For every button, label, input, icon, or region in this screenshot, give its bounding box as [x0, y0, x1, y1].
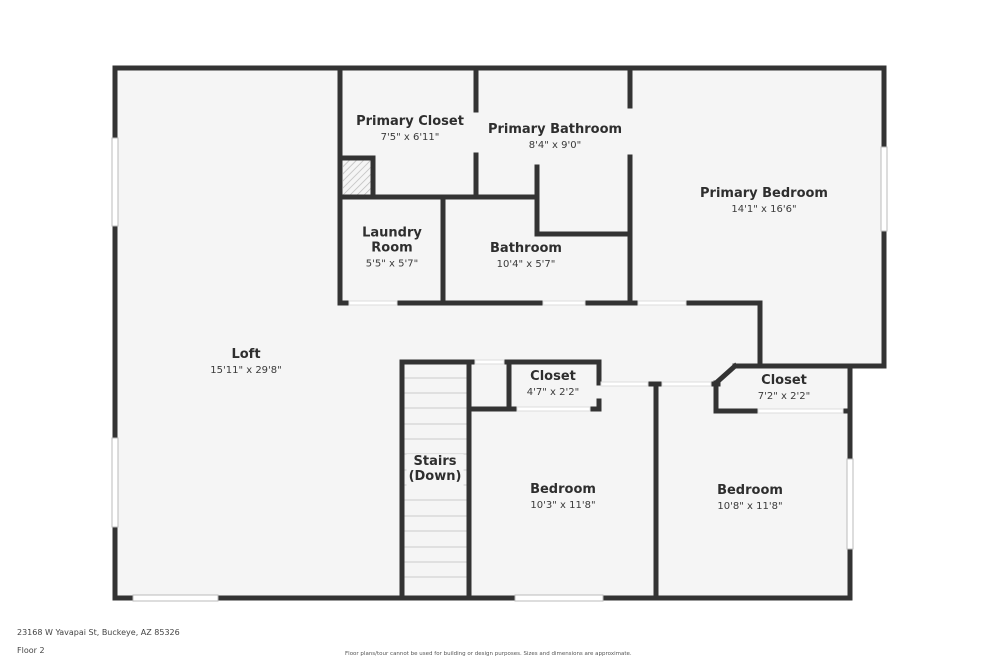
- room-label-bedroom-1: Bedroom 10'3" x 11'8": [530, 481, 596, 511]
- room-label-primary-closet: Primary Closet 7'5" x 6'11": [356, 113, 464, 143]
- room-label-loft: Loft 15'11" x 29'8": [210, 346, 282, 376]
- room-name: Bedroom: [717, 482, 783, 498]
- room-dimensions: 5'5" x 5'7": [365, 258, 419, 270]
- room-dimensions: 14'1" x 16'6": [731, 203, 797, 215]
- door-openings: [348, 300, 844, 414]
- room-dimensions: 15'11" x 29'8": [210, 364, 282, 376]
- room-label-laundry-room: Laundry Room 5'5" x 5'7": [362, 225, 422, 270]
- room-dimensions: 7'2" x 2'2": [757, 390, 811, 402]
- room-label-closet-2: Closet 7'2" x 2'2": [757, 372, 811, 402]
- room-label-stairs: Stairs (Down): [406, 454, 464, 486]
- room-label-closet-1: Closet 4'7" x 2'2": [526, 368, 580, 398]
- room-name: Bedroom: [530, 481, 596, 497]
- walls: [112, 65, 887, 601]
- floor-area: [115, 68, 884, 598]
- room-dimensions: 4'7" x 2'2": [526, 386, 580, 398]
- room-name-line2: (Down): [408, 469, 462, 484]
- room-dimensions: 8'4" x 9'0": [528, 139, 582, 151]
- room-name: Primary Bedroom: [700, 185, 828, 201]
- room-name: Loft: [231, 346, 261, 362]
- property-address: 23168 W Yavapai St, Buckeye, AZ 85326: [17, 628, 180, 637]
- room-label-primary-bathroom: Primary Bathroom 8'4" x 9'0": [487, 121, 623, 151]
- room-label-bedroom-2: Bedroom 10'8" x 11'8": [717, 482, 783, 512]
- floor-label: Floor 2: [17, 646, 45, 655]
- hatched-chase: [343, 160, 372, 195]
- room-name: Bathroom: [490, 240, 562, 256]
- room-name: Primary Closet: [356, 113, 464, 129]
- room-dimensions: 10'4" x 5'7": [496, 258, 556, 270]
- windows: [111, 137, 888, 602]
- room-dimensions: 7'5" x 6'11": [380, 131, 440, 143]
- room-label-bathroom: Bathroom 10'4" x 5'7": [490, 240, 562, 270]
- room-name: Closet: [761, 372, 807, 388]
- disclaimer-text: Floor plans/tour cannot be used for buil…: [345, 651, 632, 657]
- room-dimensions: 10'3" x 11'8": [530, 499, 596, 511]
- room-dimensions: 10'8" x 11'8": [717, 500, 783, 512]
- room-name: Closet: [530, 368, 576, 384]
- room-name: Primary Bathroom: [487, 121, 623, 137]
- room-name-line2: Room: [371, 240, 413, 256]
- room-name-line1: Laundry: [362, 225, 422, 241]
- room-name-line1: Stairs: [413, 454, 457, 470]
- room-label-primary-bedroom: Primary Bedroom 14'1" x 16'6": [700, 185, 828, 215]
